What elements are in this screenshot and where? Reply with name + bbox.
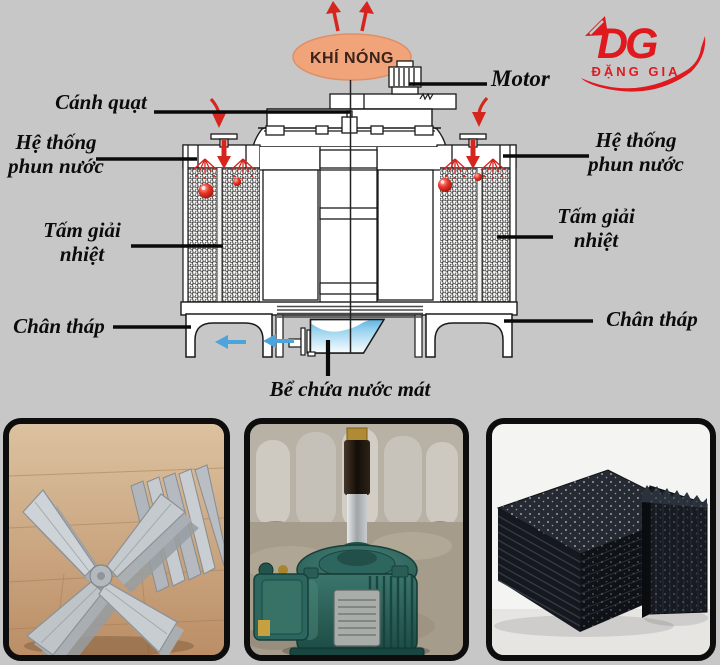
drain-pipe xyxy=(288,327,316,357)
fan-deck xyxy=(329,93,457,110)
label-spray-system-left: Hệ thống phun nước xyxy=(8,130,104,178)
fill-section-right xyxy=(437,167,511,303)
label-fill-left: Tấm giải nhiệt xyxy=(43,218,121,266)
motor-assembly xyxy=(388,60,434,101)
fill-media-illustration xyxy=(492,424,710,655)
hot-air-arrows xyxy=(326,1,374,32)
fan-blades-illustration xyxy=(9,424,224,655)
water-droplets xyxy=(198,173,482,199)
tower-wall-left xyxy=(182,144,189,303)
center-panels xyxy=(260,147,440,302)
label-motor: Motor xyxy=(491,66,550,91)
label-fan-blade: Cánh quạt xyxy=(55,90,147,114)
logo-name: ĐẶNG GIA xyxy=(592,64,681,79)
label-basin: Bể chứa nước mát xyxy=(269,377,431,401)
water-outlet-arrows xyxy=(215,334,294,349)
motor-illustration xyxy=(250,424,463,655)
vibration-icon xyxy=(419,92,434,101)
fill-section-left xyxy=(187,167,261,303)
bottom-frame xyxy=(180,301,518,316)
tower-leg-mid-right xyxy=(414,314,423,358)
photo-fan-blades xyxy=(3,418,230,661)
tower-wall-right xyxy=(509,144,517,303)
nameplate xyxy=(333,589,381,647)
label-legs-right: Chân tháp xyxy=(606,307,698,331)
svg-text:KHÍ NÓNG: KHÍ NÓNG xyxy=(310,48,394,67)
fan-assembly xyxy=(264,110,435,136)
label-spray-system-right: Hệ thống phun nước xyxy=(588,128,684,176)
motor-unit xyxy=(253,427,425,655)
photo-fill-media xyxy=(486,418,716,661)
spray-fans xyxy=(192,158,506,180)
water-basin xyxy=(309,318,386,354)
label-fill-right: Tấm giải nhiệt xyxy=(557,204,635,252)
logo-initials: DG xyxy=(597,20,658,68)
tower-legs-left xyxy=(185,313,273,358)
logo: DG ĐẶNG GIA xyxy=(581,16,706,92)
tower-leg-mid-left xyxy=(275,314,284,358)
hot-air-ellipse: KHÍ NÓNG xyxy=(292,33,412,81)
fan-blade-x xyxy=(22,489,199,655)
cooling-tower-diagram: KHÍ NÓNG xyxy=(96,1,593,376)
fill-block-right xyxy=(642,485,708,618)
pointer-lines xyxy=(96,82,593,376)
photo-motor xyxy=(244,418,469,661)
label-legs-left: Chân tháp xyxy=(13,314,105,338)
tower-legs-right xyxy=(425,313,513,358)
spray-down-arrows xyxy=(217,139,480,169)
logo-swoosh xyxy=(581,36,706,92)
